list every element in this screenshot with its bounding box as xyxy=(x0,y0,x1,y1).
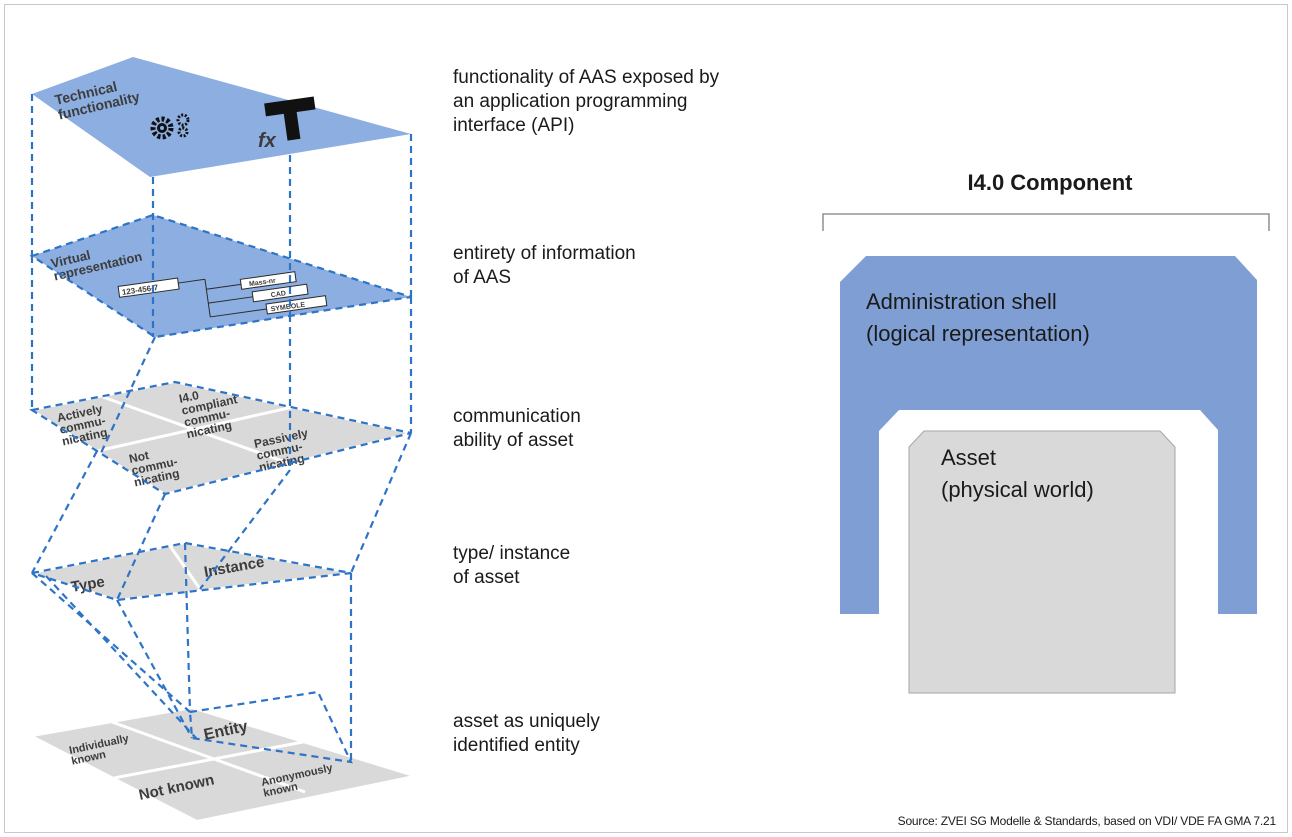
source-note: Source: ZVEI SG Modelle & Standards, bas… xyxy=(897,814,1277,828)
slide-frame xyxy=(4,4,1288,833)
administration-shell-label: Administration shell (logical representa… xyxy=(866,289,1090,346)
svg-text:Notcommu-nicating: Notcommu-nicating xyxy=(128,443,182,490)
technical-description: functionality of AAS exposed by an appli… xyxy=(453,67,720,136)
entity-description: asset as uniquely identified entity xyxy=(453,711,600,756)
svg-text:Mass-nr: Mass-nr xyxy=(249,277,277,288)
communication-description: communication ability of asset xyxy=(453,406,581,451)
virtual-representation-layer: Virtualrepresentation 123-456-7 Mass-nr … xyxy=(32,215,411,337)
i40-component-diagram xyxy=(822,213,1270,694)
type-label: Type xyxy=(70,573,106,596)
virtual-description: entirety of information of AAS xyxy=(453,243,636,288)
svg-text:SYMBOLE: SYMBOLE xyxy=(270,302,306,314)
dashed-connectors xyxy=(29,94,413,764)
svg-text:CAD: CAD xyxy=(270,290,286,299)
asset-shape xyxy=(908,430,1176,694)
entity-layer: Individuallyknown Entity Not known Anony… xyxy=(28,706,415,823)
hammer-icon xyxy=(264,96,316,141)
gears-icon xyxy=(150,113,190,140)
component-bracket xyxy=(822,213,1270,231)
administration-shell-shape xyxy=(840,256,1257,614)
data-tree-icon: 123-456-7 Mass-nr CAD SYMBOLE xyxy=(117,271,328,318)
asset-label: Asset (physical world) xyxy=(941,445,1094,502)
fx-icon: fx xyxy=(258,130,277,152)
communication-layer: Activelycommu-nicating I4.0compliantcomm… xyxy=(29,380,412,496)
component-title: I4.0 Component xyxy=(967,170,1133,195)
type-instance-description: type/ instance of asset xyxy=(453,543,571,588)
technical-functionality-layer: Technicalfunctionality fx xyxy=(32,57,411,177)
